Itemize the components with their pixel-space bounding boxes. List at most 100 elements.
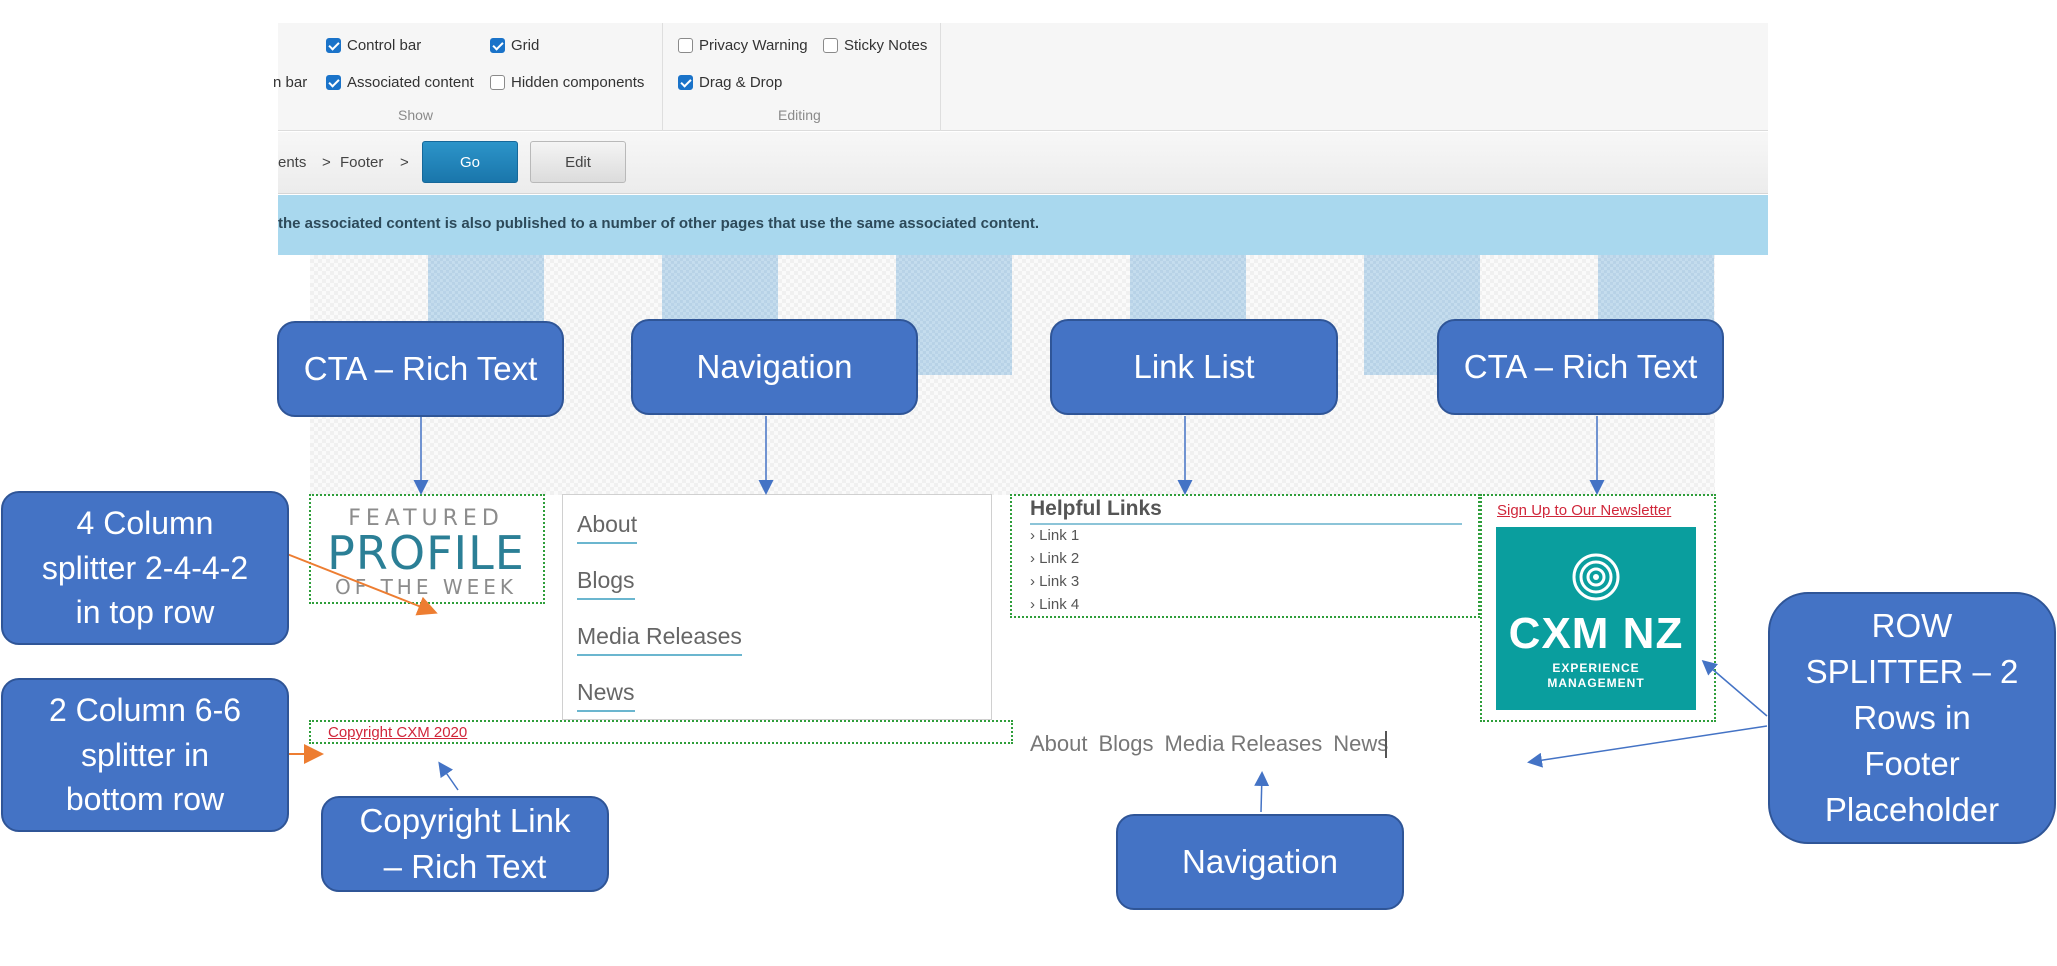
checkbox-unchecked-icon (490, 75, 505, 90)
callout-text: ROW (1871, 606, 1953, 644)
callout-text: Copyright Link (359, 801, 571, 839)
go-button[interactable]: Go (422, 141, 518, 183)
sticky-notes-checkbox[interactable]: Sticky Notes (823, 37, 927, 54)
breadcrumb-separator-icon: > (400, 154, 409, 171)
callout-navigation-bottom: Navigation (1116, 814, 1404, 910)
callout-text: splitter in (80, 736, 210, 773)
callout-row-splitter: ROW SPLITTER – 2 Rows in Footer Placehol… (1768, 592, 2056, 844)
link-label: Link 3 (1039, 573, 1080, 590)
checkbox-label: Drag & Drop (699, 74, 783, 91)
callout-copyright-link: Copyright Link – Rich Text (321, 796, 609, 892)
callout-cta-rich-text-right: CTA – Rich Text (1437, 319, 1724, 415)
chevron-right-icon: › (1030, 550, 1035, 567)
breadcrumb-separator-icon: > (322, 154, 331, 171)
cut-off-bar-checkbox-label: n bar (273, 74, 307, 91)
edit-button[interactable]: Edit (530, 141, 626, 183)
target-rings-icon (1572, 553, 1620, 601)
list-item[interactable]: › Link 3 (1030, 573, 1079, 590)
copyright-outline[interactable] (309, 720, 1013, 744)
checkbox-label: Control bar (347, 37, 422, 54)
ribbon-divider (662, 23, 663, 131)
callout-text: CTA – Rich Text (303, 349, 538, 387)
checkbox-label: Privacy Warning (699, 37, 808, 54)
link-list-outline[interactable] (1010, 494, 1480, 618)
callout-link-list: Link List (1050, 319, 1338, 415)
checkbox-checked-icon (490, 38, 505, 53)
hidden-components-checkbox[interactable]: Hidden components (490, 74, 644, 91)
cta-component-outline[interactable] (1480, 494, 1716, 722)
info-banner: the associated content is also published… (278, 195, 1768, 255)
callout-text: Navigation (1182, 842, 1338, 880)
logo-text: OF THE WEEK (334, 575, 518, 599)
newsletter-link[interactable]: Sign Up to Our Newsletter (1497, 502, 1672, 519)
banner-text: the associated content is also published… (278, 215, 1040, 232)
link-label: Link 1 (1039, 527, 1080, 544)
callout-text: CTA – Rich Text (1463, 347, 1698, 385)
checkbox-label: Associated content (347, 74, 474, 91)
footer-nav-about[interactable]: About (1030, 731, 1088, 756)
nav-item-blogs[interactable]: Blogs (577, 567, 635, 600)
chevron-right-icon: › (1030, 596, 1035, 613)
text-cursor (1385, 731, 1387, 758)
privacy-warning-checkbox[interactable]: Privacy Warning (678, 37, 808, 54)
logo-text: EXPERIENCE (1552, 661, 1640, 675)
link-label: Link 4 (1039, 596, 1080, 613)
checkbox-label: Hidden components (511, 74, 645, 91)
breadcrumb-item[interactable]: ents (278, 154, 307, 171)
callout-text: – Rich Text (383, 848, 547, 885)
checkbox-label: Sticky Notes (844, 37, 928, 54)
callout-text: in top row (75, 594, 215, 631)
editing-group-label: Editing (778, 107, 821, 123)
cxm-nz-logo[interactable]: CXM NZ EXPERIENCE MANAGEMENT (1496, 527, 1696, 710)
divider (1030, 523, 1462, 525)
callout-text: 4 Column (76, 504, 214, 541)
list-item[interactable]: › Link 4 (1030, 596, 1079, 613)
callout-cta-rich-text-left: CTA – Rich Text (277, 321, 564, 417)
arrow (438, 761, 459, 791)
logo-subtitle: EXPERIENCE MANAGEMENT (1496, 661, 1696, 691)
ribbon-divider (940, 23, 941, 131)
drag-drop-checkbox[interactable]: Drag & Drop (678, 74, 782, 91)
footer-nav-media-releases[interactable]: Media Releases (1164, 731, 1323, 756)
control-bar-checkbox[interactable]: Control bar (326, 37, 421, 54)
footer-navigation: About Blogs Media Releases News (1030, 731, 1388, 757)
associated-content-checkbox[interactable]: Associated content (326, 74, 474, 91)
checkbox-label: Grid (511, 37, 540, 54)
link-label: Link 2 (1039, 550, 1080, 567)
nav-item-about[interactable]: About (577, 511, 638, 544)
logo-text: PROFILE (327, 526, 525, 580)
callout-text: Footer (1864, 745, 1960, 783)
callout-text: splitter 2-4-4-2 (41, 549, 249, 586)
callout-text: SPLITTER – 2 (1805, 652, 2019, 690)
callout-navigation-top: Navigation (631, 319, 918, 415)
copyright-link[interactable]: Copyright CXM 2020 (328, 724, 468, 741)
logo-text: FEATURED (348, 506, 504, 531)
checkbox-label: n bar (273, 74, 308, 91)
callout-four-column-splitter: 4 Column splitter 2-4-4-2 in top row (1, 491, 289, 645)
chevron-right-icon: › (1030, 573, 1035, 590)
ribbon: Control bar Grid n bar Associated conten… (273, 23, 1768, 131)
link-list-title: Helpful Links (1030, 497, 1162, 520)
grid-checkbox[interactable]: Grid (490, 37, 539, 54)
featured-profile-logo[interactable]: FEATURED PROFILE OF THE WEEK (310, 498, 542, 601)
callout-text: Placeholder (1824, 791, 2000, 829)
callout-text: 2 Column 6-6 (48, 691, 242, 728)
checkbox-checked-icon (326, 75, 341, 90)
callout-text: Rows in (1853, 698, 1971, 736)
checkbox-checked-icon (326, 38, 341, 53)
navigation-component: About Blogs Media Releases News (562, 494, 992, 720)
nav-item-media-releases[interactable]: Media Releases (577, 623, 742, 656)
chevron-right-icon: › (1030, 527, 1035, 544)
callout-text: Navigation (696, 347, 853, 385)
logo-text: MANAGEMENT (1547, 676, 1645, 690)
callout-text: bottom row (65, 781, 225, 818)
list-item[interactable]: › Link 1 (1030, 527, 1079, 544)
breadcrumb-item-footer[interactable]: Footer (340, 154, 384, 171)
checkbox-checked-icon (678, 75, 693, 90)
callout-text: Link List (1133, 347, 1255, 385)
footer-nav-news[interactable]: News (1333, 731, 1389, 756)
nav-item-news[interactable]: News (577, 679, 635, 712)
list-item[interactable]: › Link 2 (1030, 550, 1079, 567)
footer-nav-blogs[interactable]: Blogs (1098, 731, 1154, 756)
show-group-label: Show (398, 107, 434, 123)
